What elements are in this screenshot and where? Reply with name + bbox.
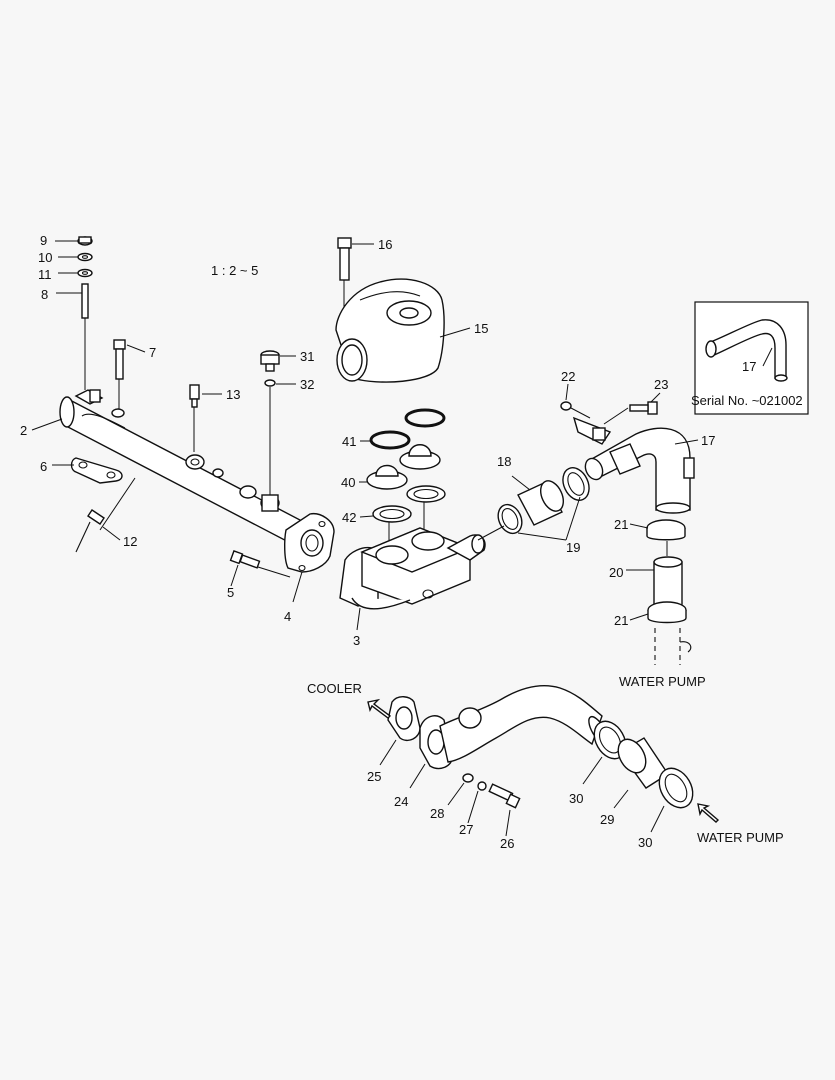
probe-12: [75, 509, 105, 553]
housing-cover-15: [335, 278, 445, 383]
label-31: 31: [300, 349, 314, 364]
label-28: 28: [430, 806, 444, 821]
washer-22: [560, 401, 572, 411]
label-40: 40: [341, 475, 355, 490]
label-26: 26: [500, 836, 514, 851]
gasket-42a: [372, 505, 412, 523]
hose-29: [617, 737, 669, 789]
label-2: 2: [20, 423, 27, 438]
cooler-label: COOLER: [307, 681, 362, 696]
clamp-30-lower: [658, 767, 694, 809]
washer-27: [477, 781, 487, 791]
label-9: 9: [40, 233, 47, 248]
oring-41a: [369, 430, 411, 450]
label-18: 18: [497, 454, 511, 469]
sensor-13: [189, 384, 200, 452]
label-12: 12: [123, 534, 137, 549]
label-11: 11: [38, 267, 52, 282]
flange-4: [283, 513, 335, 573]
hose-20: [653, 556, 683, 610]
label-27: 27: [459, 822, 473, 837]
bolt-26: [488, 783, 521, 809]
label-4: 4: [284, 609, 291, 624]
label-6: 6: [40, 459, 47, 474]
inset-caption: Serial No. ~021002: [691, 393, 803, 408]
clamp-19a: [497, 503, 523, 535]
manifold-pipe-2: [59, 389, 301, 550]
gasket-6: [70, 457, 123, 484]
plug-31: [260, 350, 280, 496]
label-3: 3: [353, 633, 360, 648]
label-42: 42: [342, 510, 356, 525]
label-5: 5: [227, 585, 234, 600]
clamp-21-upper: [646, 519, 686, 541]
hardware-stack: [77, 236, 93, 390]
label-41: 41: [342, 434, 356, 449]
arrow-from-water-pump: [697, 803, 720, 823]
water-pump-label-upper: WATER PUMP: [619, 674, 706, 689]
hose-18: [517, 480, 565, 526]
label-30-upper: 30: [569, 791, 583, 806]
scale-note: 1 : 2 ~ 5: [211, 263, 258, 278]
clamp-19b: [562, 467, 590, 501]
label-30-lower: 30: [638, 835, 652, 850]
label-22: 22: [561, 369, 575, 384]
oring-41b: [404, 408, 446, 428]
label-21-lower: 21: [614, 613, 628, 628]
bolt-23: [629, 401, 658, 415]
label-23: 23: [654, 377, 668, 392]
bolt-16: [337, 237, 352, 320]
label-17: 17: [701, 433, 715, 448]
inset-box: 17 Serial No. ~021002: [691, 301, 809, 415]
gasket-25: [387, 696, 421, 742]
thermostat-40: [366, 444, 441, 490]
clamp-21-lower: [647, 601, 687, 624]
label-16: 16: [378, 237, 392, 252]
label-15: 15: [474, 321, 488, 336]
callout-labels: 9 10 11 8 7 13 31 32 16 15 2 6 12 5 4 3 …: [20, 233, 715, 851]
arrow-to-cooler: [367, 698, 392, 719]
water-pump-label-lower: WATER PUMP: [697, 830, 784, 845]
gasket-42b: [406, 485, 446, 503]
label-32: 32: [300, 377, 314, 392]
label-21-upper: 21: [614, 517, 628, 532]
lower-pipe: [419, 685, 608, 770]
thermostat-housing-3: [339, 527, 486, 610]
label-19: 19: [566, 540, 580, 555]
washer-28: [462, 773, 474, 783]
label-29: 29: [600, 812, 614, 827]
label-25: 25: [367, 769, 381, 784]
inset-label-17: 17: [742, 359, 756, 374]
label-7: 7: [149, 345, 156, 360]
water-pump-stub: [654, 628, 692, 665]
bolt-5: [229, 550, 261, 569]
pipe-17: [572, 416, 695, 514]
label-8: 8: [41, 287, 48, 302]
label-13: 13: [226, 387, 240, 402]
label-24: 24: [394, 794, 408, 809]
label-20: 20: [609, 565, 623, 580]
label-10: 10: [38, 250, 52, 265]
bolt-7: [113, 339, 126, 410]
